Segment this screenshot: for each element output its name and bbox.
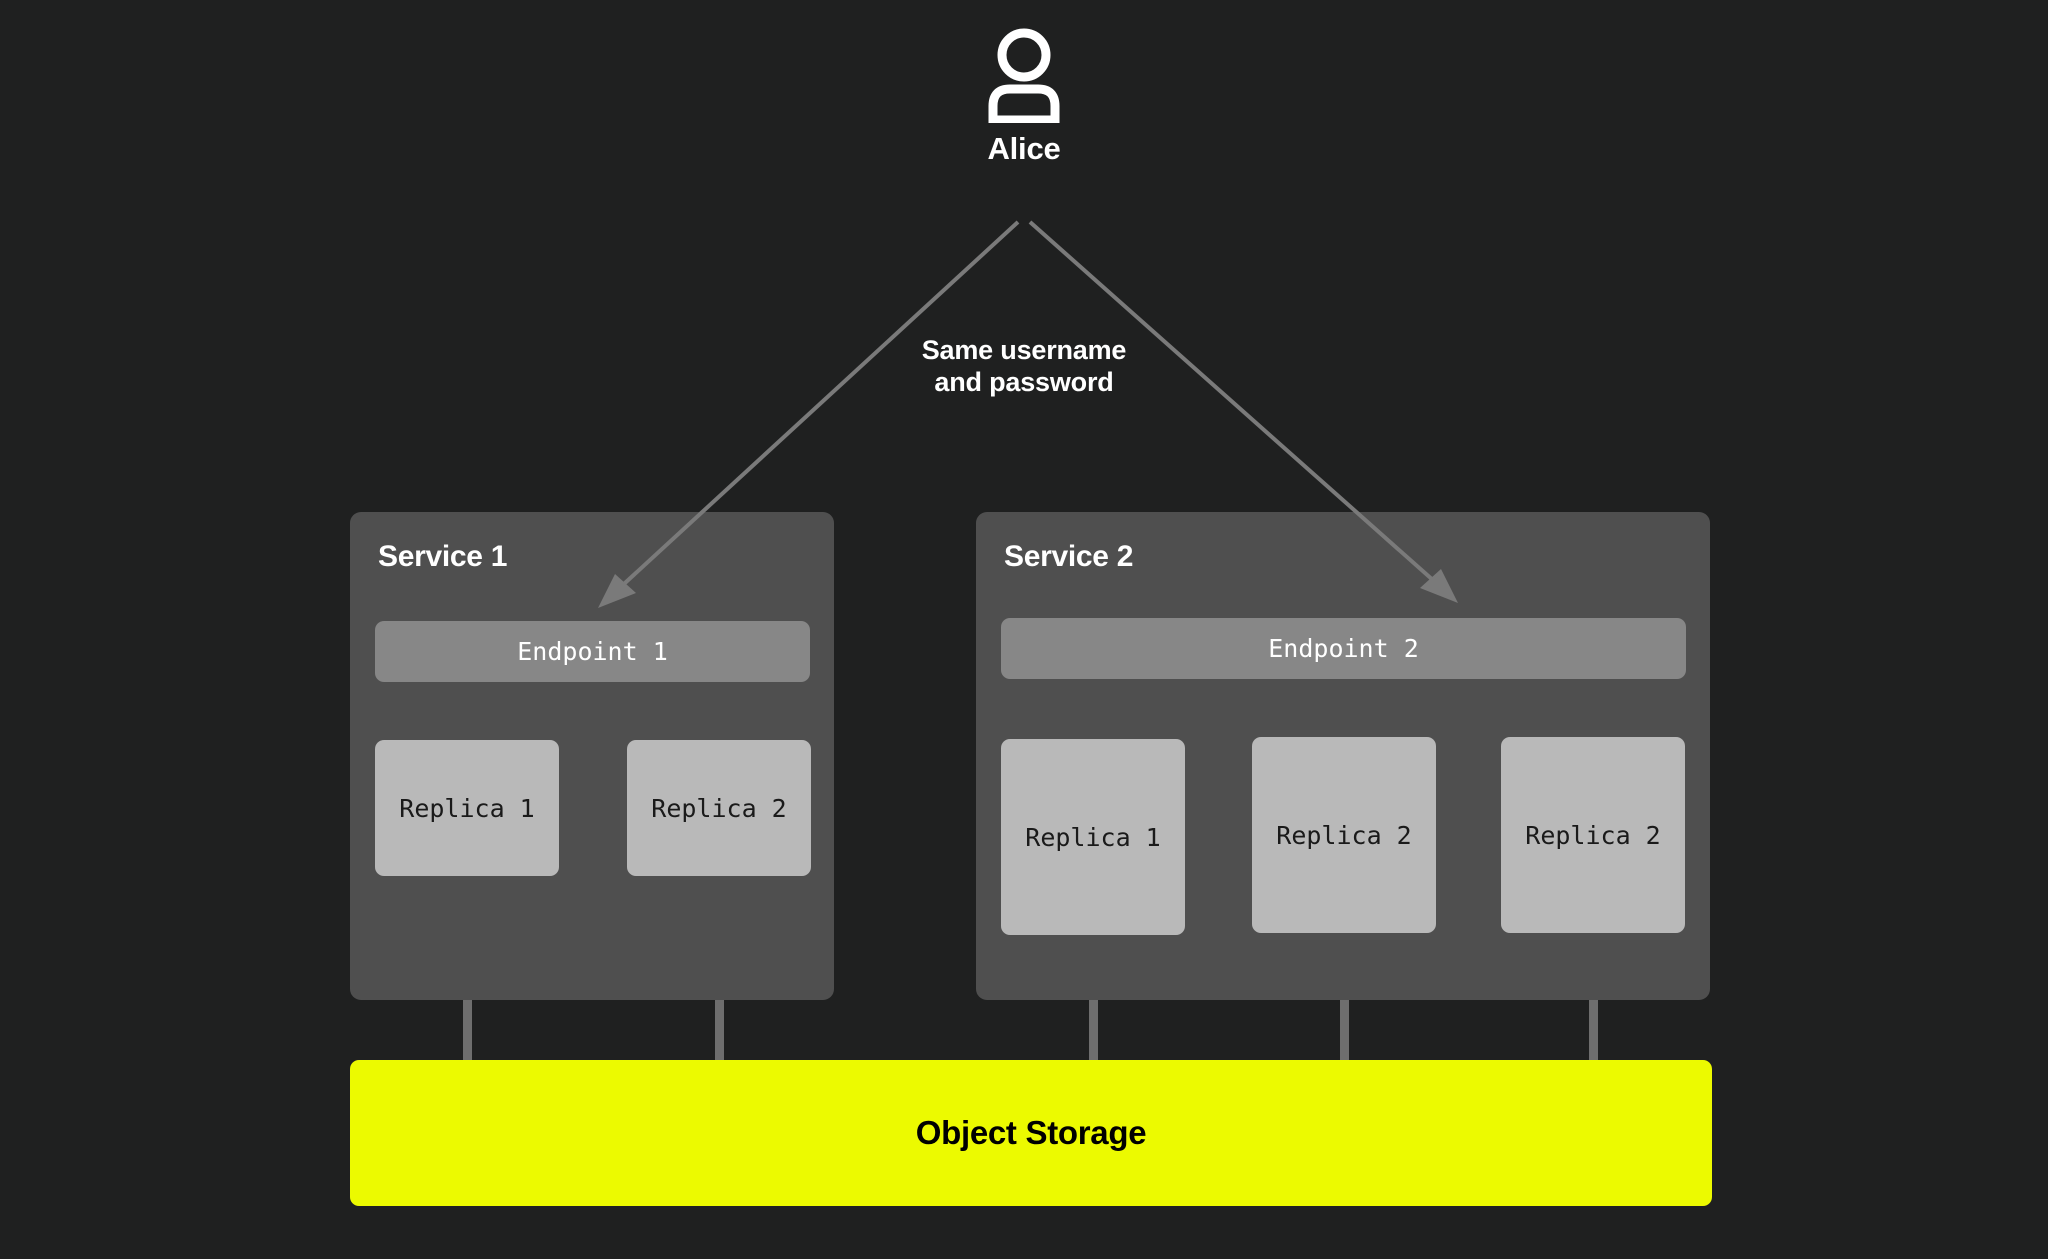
service-title: Service 2 <box>1004 540 1134 573</box>
replica-box[interactable]: Replica 2 <box>1252 737 1436 933</box>
replica-box[interactable]: Replica 1 <box>1001 739 1185 935</box>
replica-label: Replica 1 <box>1025 822 1161 852</box>
flow-note: Same username and password <box>774 335 1274 399</box>
replica-label: Replica 2 <box>1276 820 1412 850</box>
replica-label: Replica 2 <box>1525 820 1661 850</box>
replica-label: Replica 1 <box>399 793 535 823</box>
actor-label: Alice <box>987 131 1061 166</box>
arrow-line-service-1 <box>611 220 1020 596</box>
replica-label: Replica 2 <box>651 793 787 823</box>
object-storage-bar[interactable]: Object Storage <box>350 1060 1712 1206</box>
replica-box[interactable]: Replica 2 <box>627 740 811 876</box>
endpoint-label: Endpoint 1 <box>517 637 668 666</box>
arrow-line-service-2 <box>1028 220 1445 591</box>
endpoint-label: Endpoint 2 <box>1268 634 1419 663</box>
flow-note-line-2: and password <box>934 366 1114 397</box>
service-title: Service 1 <box>378 540 508 573</box>
user-icon <box>988 28 1060 123</box>
replica-box[interactable]: Replica 2 <box>1501 737 1685 933</box>
flow-note-line-1: Same username <box>921 335 1127 365</box>
arrow-head-service-1 <box>598 574 636 608</box>
actor-alice: Alice <box>924 28 1124 167</box>
arrow-head-service-2 <box>1420 569 1458 603</box>
endpoint-box-1[interactable]: Endpoint 1 <box>375 621 810 682</box>
endpoint-box-2[interactable]: Endpoint 2 <box>1001 618 1686 679</box>
object-storage-label: Object Storage <box>915 1114 1147 1151</box>
replica-box[interactable]: Replica 1 <box>375 740 559 876</box>
